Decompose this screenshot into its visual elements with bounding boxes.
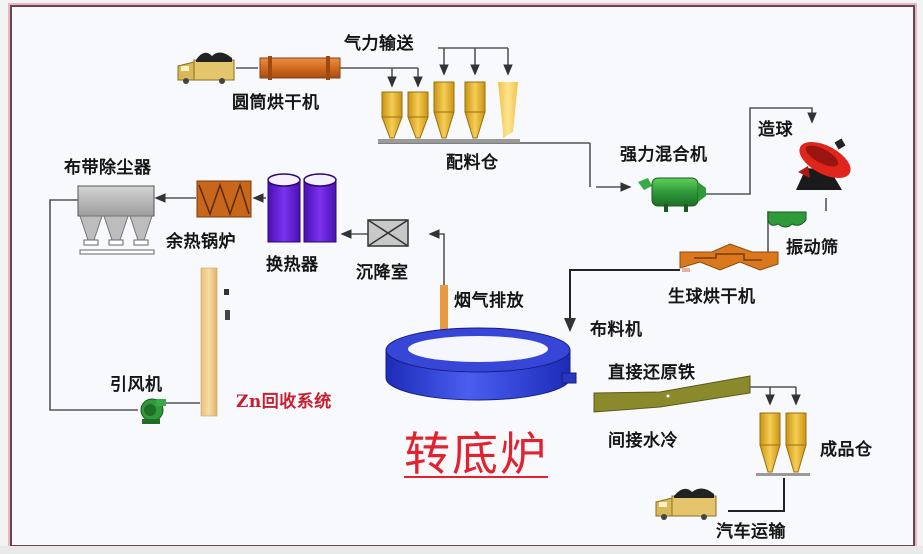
label-rotary-dryer: 圆筒烘干机 (232, 93, 320, 113)
bottom-strip (0, 546, 923, 554)
truck-icon (655, 488, 717, 520)
batching-bins-icon (378, 81, 520, 143)
truck-icon (177, 52, 235, 84)
label-intensive-mixer: 强力混合机 (620, 145, 708, 165)
heat-exchanger-icon (267, 173, 337, 243)
label-distributor: 布料机 (590, 320, 643, 340)
green-ball-dryer-icon (679, 243, 779, 272)
chimney-stack-icon (200, 267, 230, 417)
label-bag-filter: 布带除尘器 (64, 158, 152, 178)
diagram-title: 转底炉 (404, 427, 548, 481)
product-bins-icon (756, 412, 810, 476)
label-waste-heat-boiler: 余热锅炉 (166, 232, 236, 252)
flue-gas-pipe-icon (440, 285, 448, 337)
label-induced-draft-fan: 引风机 (110, 375, 163, 395)
label-vibrating-screen: 振动筛 (786, 238, 839, 258)
vibrating-screen-icon (767, 211, 807, 228)
rotary-dryer-icon (259, 56, 341, 80)
pelletizer-icon (796, 138, 851, 190)
label-green-ball-dryer: 生球烘干机 (668, 287, 756, 307)
label-settling-chamber: 沉降室 (356, 263, 409, 283)
label-truck-transport: 汽车运输 (716, 522, 786, 542)
label-heat-exchanger: 换热器 (266, 255, 319, 275)
waste-heat-boiler-icon (196, 180, 252, 218)
bag-filter-icon (77, 185, 155, 255)
rotary-hearth-furnace-icon (385, 327, 577, 401)
label-pneumatic-conveying: 气力输送 (344, 34, 414, 54)
label-batching-bins: 配料仓 (446, 153, 499, 173)
label-dri: 直接还原铁 (608, 363, 696, 383)
induced-draft-fan-icon (140, 398, 166, 424)
label-flue-gas-exhaust: 烟气排放 (454, 291, 524, 311)
settling-chamber-icon (367, 219, 409, 247)
label-zn-recovery: Zn回收系统 (236, 392, 332, 412)
label-indirect-water-cooling: 间接水冷 (608, 431, 678, 451)
label-pelletizing: 造球 (758, 120, 793, 140)
indirect-water-cooler-icon (593, 375, 751, 413)
intensive-mixer-icon (638, 177, 706, 212)
label-product-bins: 成品仓 (820, 440, 873, 460)
